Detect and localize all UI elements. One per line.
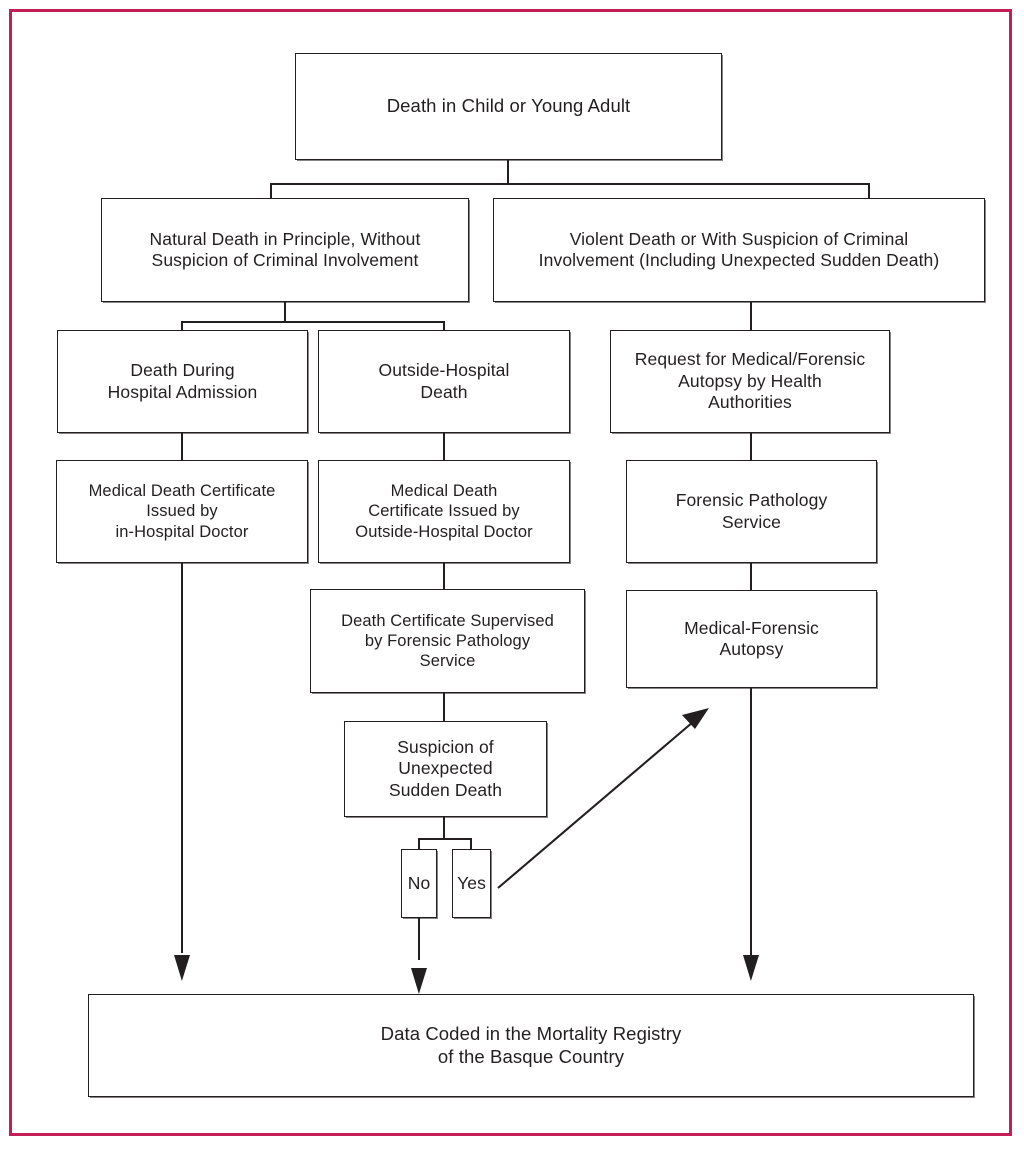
node-label: Forensic Pathology Service — [675, 490, 828, 532]
node-death-certificate-supervised[interactable]: Death Certificate Supervised by Forensic… — [310, 589, 585, 693]
connector-root-left-drop — [270, 183, 272, 199]
connector-hospital-to-cert — [181, 433, 183, 460]
node-suspicion-of-unexpected-sudden-death[interactable]: Suspicion of Unexpected Sudden Death — [344, 721, 547, 817]
node-label: Death Certificate Supervised by Forensic… — [341, 611, 554, 671]
node-natural-death[interactable]: Natural Death in Principle, Without Susp… — [101, 198, 469, 302]
node-label: Medical Death Certificate Issued by in-H… — [88, 482, 276, 541]
node-label: Death in Child or Young Adult — [386, 95, 631, 117]
node-decision-yes[interactable]: Yes — [452, 849, 491, 918]
connector-autopsy-to-registry — [750, 688, 752, 960]
arrowhead-left-down-icon — [174, 955, 190, 981]
connector-root-stub — [507, 160, 509, 184]
connector-service-to-autopsy — [750, 563, 752, 590]
connector-natural-stub — [284, 301, 286, 322]
arrowhead-middle-down-icon — [411, 968, 427, 994]
connector-no-drop — [418, 838, 420, 849]
connector-outside-to-cert — [443, 433, 445, 460]
connector-suspicion-stub — [443, 817, 445, 839]
node-decision-no[interactable]: No — [401, 849, 437, 918]
connector-cert-hospital-to-registry — [181, 563, 183, 953]
node-label: Medical Death Certificate Issued by Outs… — [355, 482, 533, 541]
connector-violent-to-request — [750, 301, 752, 331]
node-label: Death During Hospital Admission — [107, 360, 258, 402]
node-medical-death-certificate-in-hospital[interactable]: Medical Death Certificate Issued by in-H… — [56, 460, 308, 563]
connector-natural-left-drop — [181, 321, 183, 332]
arrowhead-diagonal-icon — [682, 708, 709, 729]
connector-no-to-registry — [418, 918, 420, 960]
node-label: Violent Death or With Suspicion of Crimi… — [538, 228, 940, 270]
figure-border — [9, 9, 1012, 1136]
node-label: Data Coded in the Mortality Registry of … — [380, 1022, 682, 1067]
node-request-for-autopsy[interactable]: Request for Medical/Forensic Autopsy by … — [610, 330, 890, 433]
node-label: Yes — [457, 872, 486, 893]
node-label: Request for Medical/Forensic Autopsy by … — [634, 349, 866, 413]
connector-suspicion-bar — [418, 838, 472, 840]
node-mortality-registry[interactable]: Data Coded in the Mortality Registry of … — [88, 994, 974, 1097]
node-medical-death-certificate-outside-hospital[interactable]: Medical Death Certificate Issued by Outs… — [318, 460, 570, 563]
node-label: Natural Death in Principle, Without Susp… — [149, 228, 421, 270]
connector-natural-right-drop — [443, 321, 445, 332]
connector-root-right-drop — [868, 183, 870, 199]
node-death-in-child-or-young-adult[interactable]: Death in Child or Young Adult — [295, 53, 722, 160]
node-forensic-pathology-service[interactable]: Forensic Pathology Service — [626, 460, 877, 563]
node-label: Outside-Hospital Death — [378, 360, 510, 402]
node-label: No — [407, 872, 431, 893]
node-violent-death[interactable]: Violent Death or With Suspicion of Crimi… — [493, 198, 985, 302]
connector-request-to-service — [750, 433, 752, 461]
connector-cert-to-supervised — [443, 563, 445, 589]
connector-supervised-to-suspicion — [443, 693, 445, 721]
connector-natural-bar — [181, 321, 444, 323]
node-medical-forensic-autopsy[interactable]: Medical-Forensic Autopsy — [626, 590, 877, 688]
connector-yes-drop — [470, 838, 472, 849]
node-label: Medical-Forensic Autopsy — [684, 617, 819, 659]
node-outside-hospital-death[interactable]: Outside-Hospital Death — [318, 330, 570, 433]
node-death-during-hospital-admission[interactable]: Death During Hospital Admission — [57, 330, 308, 433]
connector-root-bar — [270, 183, 870, 185]
node-label: Suspicion of Unexpected Sudden Death — [388, 736, 503, 800]
